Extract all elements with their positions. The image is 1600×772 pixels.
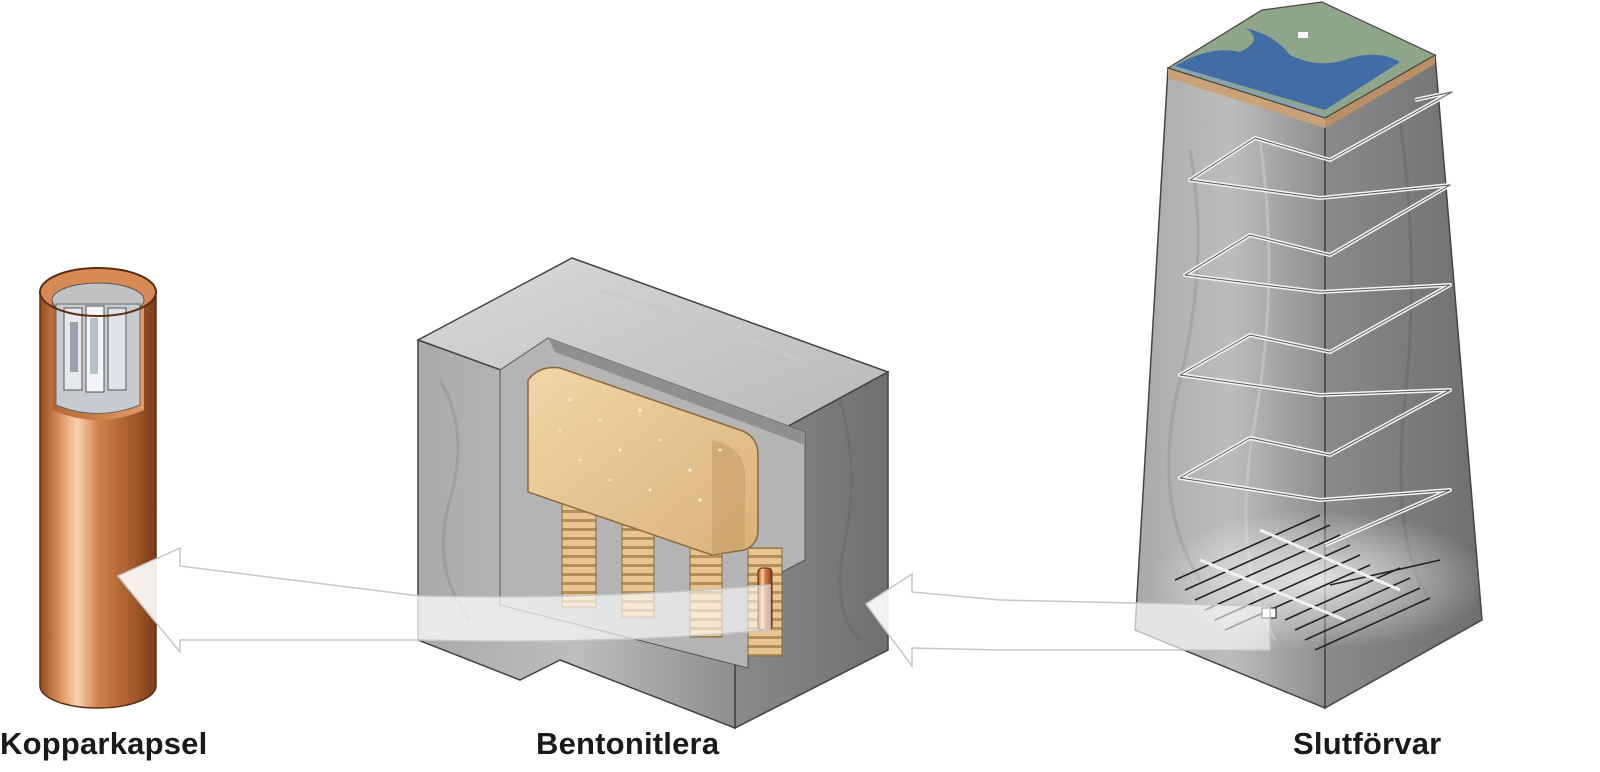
arrow-tunnel-to-canister [116, 546, 771, 655]
label-bentonite-clay: Bentonitlera [536, 726, 720, 761]
bentonite-tunnel-block [416, 257, 890, 730]
copper-canister [39, 267, 157, 709]
label-final-repository: Slutförvar [1293, 726, 1442, 761]
repository-tower [1134, 1, 1490, 710]
label-copper-canister: Kopparkapsel [0, 726, 208, 761]
arrow-repository-to-tunnel [864, 572, 1271, 669]
